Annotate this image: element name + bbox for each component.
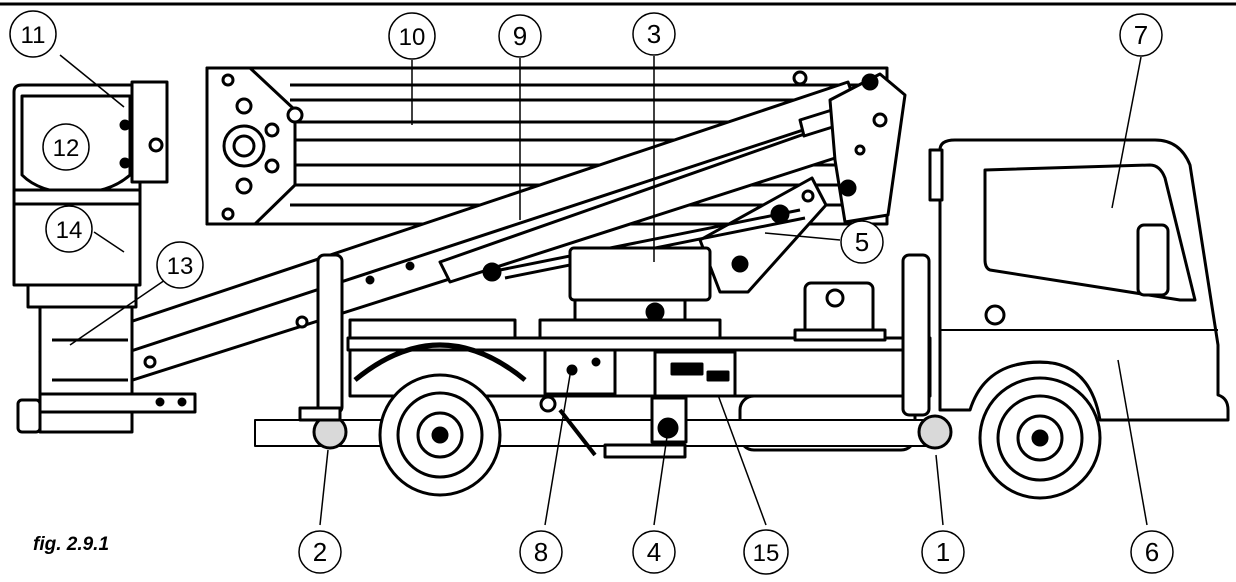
callout-4: 4 (632, 530, 676, 574)
leader-4 (653, 429, 669, 526)
callout-9: 9 (498, 14, 542, 58)
leader-7 (1111, 56, 1142, 209)
callout-13: 13 (156, 241, 204, 289)
callout-11: 11 (9, 10, 57, 58)
callout-14: 14 (45, 205, 93, 253)
leader-13 (69, 279, 166, 346)
leader-15 (717, 394, 767, 526)
truck-illustration (12, 66, 1230, 500)
callout-7: 7 (1119, 13, 1163, 57)
callout-4-label: 4 (647, 537, 661, 567)
boom-head (828, 72, 907, 224)
leader-5 (764, 232, 841, 241)
callout-13-label: 13 (167, 253, 194, 280)
cab (928, 138, 1230, 422)
leader-lines (59, 54, 1148, 526)
figure-caption: fig. 2.9.1 (33, 534, 110, 555)
callout-15: 15 (743, 529, 789, 575)
leader-11 (59, 54, 125, 108)
turret (538, 246, 722, 342)
callout-3: 3 (632, 12, 676, 56)
lift-linkage (499, 176, 828, 294)
leader-8 (544, 374, 571, 526)
callout-3-label: 3 (647, 19, 661, 49)
callout-5: 5 (840, 220, 884, 264)
chassis (254, 281, 936, 459)
leader-1 (935, 454, 944, 526)
callout-12-label: 12 (53, 135, 80, 162)
rear-outrigger (298, 253, 348, 450)
callout-11-label: 11 (21, 22, 46, 49)
callout-14-label: 14 (56, 217, 83, 244)
callout-1: 1 (921, 530, 965, 574)
front-outrigger (901, 253, 953, 450)
leader-6 (1117, 359, 1148, 526)
callout-9-label: 9 (513, 21, 527, 51)
callout-6: 6 (1130, 530, 1174, 574)
callout-1-label: 1 (936, 537, 950, 567)
leader-2 (319, 449, 329, 526)
callout-6-label: 6 (1145, 537, 1159, 567)
leader-14 (93, 231, 125, 253)
rear-wheel (353, 342, 527, 497)
callout-15-label: 15 (753, 540, 780, 567)
callout-bubbles: 1 2 3 4 5 6 7 8 (9, 10, 1174, 575)
callout-2-label: 2 (313, 537, 327, 567)
callout-10: 10 (388, 12, 436, 60)
callout-5-label: 5 (855, 227, 869, 257)
callout-12: 12 (42, 123, 90, 171)
callout-8: 8 (519, 530, 563, 574)
callout-7-label: 7 (1134, 20, 1148, 50)
callout-2: 2 (298, 530, 342, 574)
callout-8-label: 8 (534, 537, 548, 567)
callout-10-label: 10 (399, 24, 426, 51)
